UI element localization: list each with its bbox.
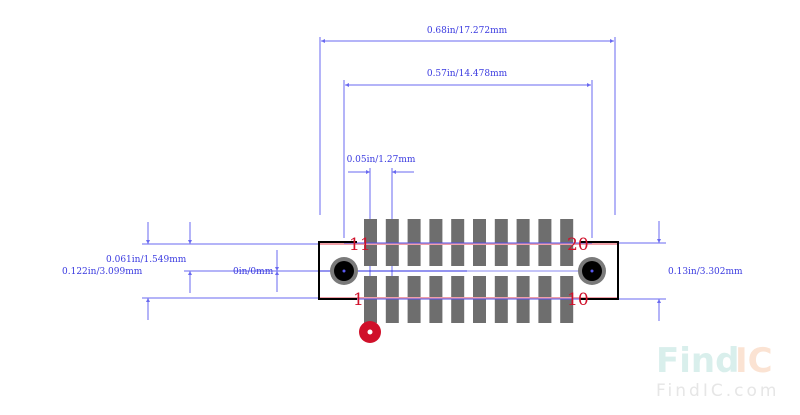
pin-label-20: 20 (567, 235, 589, 255)
dimension-pad-span: 0.57in/14.478mm (343, 69, 593, 238)
watermark-find: Find (656, 341, 739, 381)
watermark-url: FindIC.com (656, 381, 779, 401)
pin-label-1: 1 (353, 290, 364, 310)
dimension-pitch: 0.05in/1.27mm (347, 155, 416, 300)
row-span-label: 0.122in/3.099mm (62, 267, 143, 277)
center-offset-label: 0in/0mm (233, 267, 274, 277)
body-outline (318, 241, 619, 300)
mounting-hole-left (330, 257, 358, 285)
dimension-overall-width: 0.68in/17.272mm (319, 26, 616, 215)
pitch-label: 0.05in/1.27mm (347, 155, 416, 165)
overall-width-label: 0.68in/17.272mm (427, 26, 508, 36)
watermark-ic: IC (735, 341, 773, 381)
dimension-body-height: 0.13in/3.302mm (618, 221, 743, 321)
pin-label-10: 10 (567, 290, 589, 310)
pad-offset-label: 0.061in/1.549mm (106, 255, 187, 265)
pad-span-label: 0.57in/14.478mm (427, 69, 508, 79)
body-height-label: 0.13in/3.302mm (668, 267, 743, 277)
pin-label-11: 11 (349, 235, 371, 255)
pin1-marker-icon (359, 321, 381, 343)
dimension-left-vertical: 0.061in/1.549mm 0.122in/3.099mm 0in/0mm (62, 222, 320, 320)
mounting-hole-right (578, 257, 606, 285)
watermark-logo: Find IC FindIC.com (656, 341, 779, 401)
